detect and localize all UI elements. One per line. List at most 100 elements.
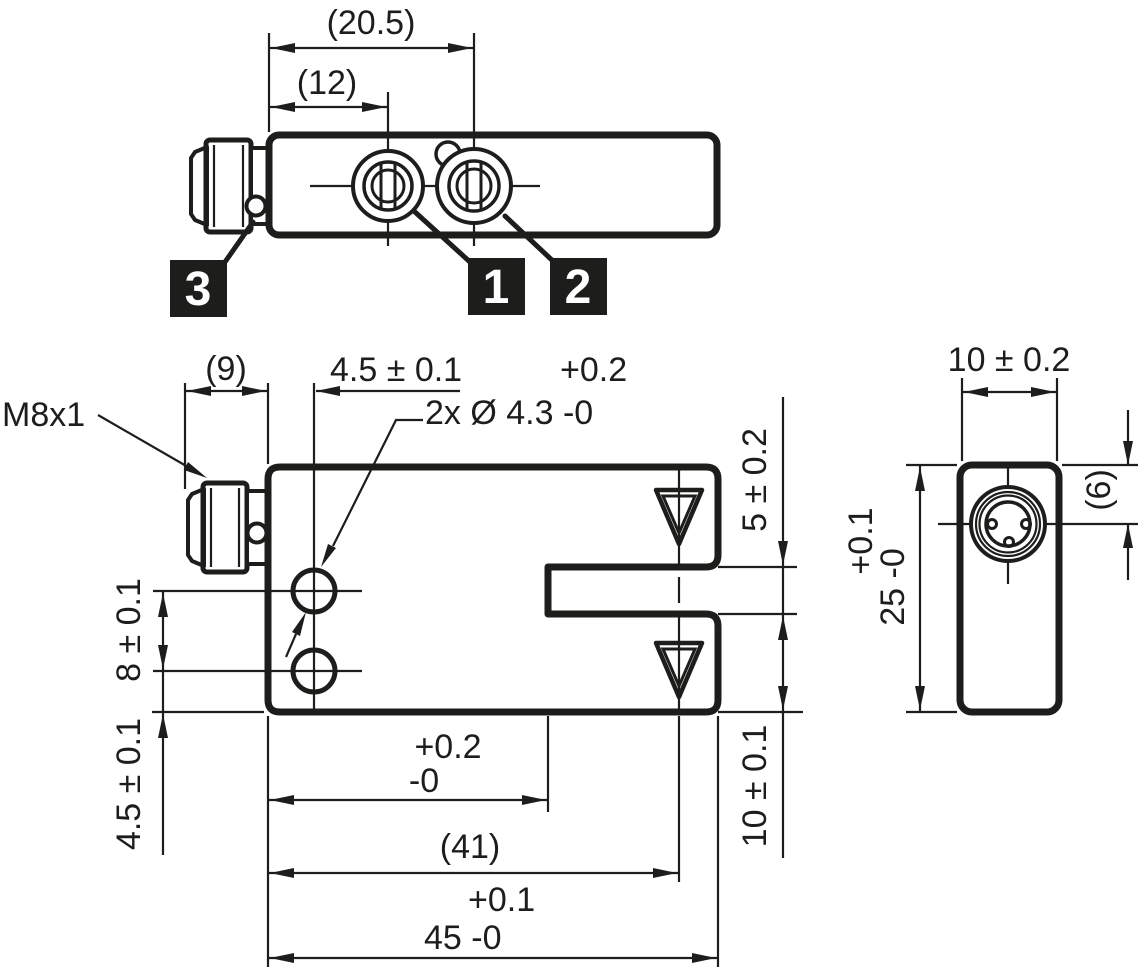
- dim-label: (41): [440, 828, 500, 866]
- receiver-triangle-mark: [653, 640, 705, 700]
- adjuster-pot-2: [434, 140, 513, 225]
- dim-hole-spacing: 8 ± 0.1 4.5 ± 0.1: [110, 578, 264, 855]
- holes-callout: +0.2 2x Ø 4.3 -0: [284, 351, 627, 658]
- mounting-hole-top: [290, 567, 338, 615]
- connector-pin: [1020, 518, 1032, 530]
- callout-3: 3: [170, 219, 256, 317]
- dim-label: 10 ± 0.2: [948, 341, 1071, 379]
- top-view: (20.5) (12) 3 1 2: [170, 4, 721, 317]
- callout-1: 1: [412, 209, 525, 315]
- dim-hole-axis-offset: 4.5 ± 0.1: [316, 351, 462, 396]
- tolerance-plus: +0.1: [468, 881, 535, 919]
- arrowhead: [964, 387, 988, 397]
- dim-label: (20.5): [327, 4, 416, 42]
- connector-pin: [1003, 536, 1015, 548]
- connector-barrel: [203, 137, 254, 235]
- dim-connector-offset: (6): [1062, 410, 1138, 580]
- dim-label: 8 ± 0.1: [110, 578, 148, 682]
- arrowhead: [1123, 524, 1133, 548]
- arrowhead: [292, 612, 306, 636]
- arrowhead: [448, 43, 472, 53]
- arrowhead: [270, 868, 294, 878]
- connector-ring: [974, 490, 1042, 558]
- dim-label: (6): [1080, 469, 1118, 511]
- callout-number: 1: [483, 261, 510, 314]
- dim-label: 10 ± 0.1: [736, 725, 774, 848]
- tolerance-plus: +0.2: [560, 351, 627, 389]
- arrowhead: [270, 953, 294, 963]
- dim-label: 25 -0: [874, 548, 912, 626]
- pot-inner-ring: [370, 168, 406, 204]
- leader-line: [332, 418, 423, 547]
- callout-box: [170, 260, 227, 317]
- arrowhead: [522, 795, 546, 805]
- tolerance-plus: +0.1: [842, 507, 880, 574]
- dim-label: 45 -0: [424, 919, 502, 957]
- front-view-body: [264, 463, 722, 716]
- callout-box: [468, 258, 525, 315]
- front-view: M8x1 (9): [2, 350, 803, 967]
- dim-label: 4.5 ± 0.1: [330, 351, 462, 389]
- arrowhead: [321, 544, 336, 567]
- arrowhead: [158, 714, 168, 738]
- arrowhead: [653, 868, 677, 878]
- thread-callout: M8x1: [2, 396, 207, 478]
- dim-height: +0.1 25 -0: [842, 463, 957, 714]
- callout-leader: [502, 213, 557, 265]
- side-view-connector-face: [938, 467, 1138, 584]
- connector-ring: [969, 485, 1047, 563]
- thread-label: M8x1: [2, 396, 85, 434]
- arrowhead: [778, 616, 788, 640]
- dim-depth: 10 ± 0.2: [948, 341, 1071, 461]
- pot-middle-ring: [362, 160, 414, 212]
- arrowhead: [362, 102, 386, 112]
- arrowhead: [1123, 441, 1133, 465]
- side-view: 10 ± 0.2 (6) +0.1 25 -0: [842, 341, 1138, 716]
- dim-slot-and-arm: 5 ± 0.2 10 ± 0.1: [718, 397, 803, 858]
- arrowhead: [184, 462, 207, 478]
- connector-pin-hole: [244, 194, 268, 218]
- pot-inner-ring: [455, 167, 493, 205]
- dim-12: (12): [269, 64, 388, 112]
- arrowhead: [271, 43, 295, 53]
- arrowhead: [271, 102, 295, 112]
- front-view-connector: [186, 480, 270, 575]
- arrowhead: [270, 795, 294, 805]
- connector-pin: [986, 518, 998, 530]
- pot-middle-ring: [447, 159, 501, 213]
- dim-label: 5 ± 0.2: [736, 428, 774, 532]
- arrowhead: [187, 386, 211, 396]
- tolerance-plus: +0.2: [414, 728, 481, 766]
- dim-label: 4.5 ± 0.1: [110, 718, 148, 850]
- leader-line: [284, 633, 298, 658]
- bottom-dimensions: +0.2 -0 (41) +0.1 45 -0: [266, 716, 720, 967]
- callout-2: 2: [502, 213, 607, 315]
- dim-9: (9): [183, 350, 270, 489]
- tolerance-minus: -0: [409, 762, 439, 800]
- arrowhead: [915, 686, 925, 710]
- emitter-triangle-mark: [653, 487, 705, 547]
- arrowhead: [915, 467, 925, 491]
- arrowhead: [692, 953, 716, 963]
- callout-number: 3: [185, 263, 212, 316]
- connector-pin-hole: [245, 521, 269, 545]
- arrowhead: [778, 541, 788, 565]
- top-view-connector: [189, 137, 271, 235]
- callout-box: [550, 258, 607, 315]
- arrowhead: [778, 686, 788, 710]
- callout-leader: [412, 209, 473, 265]
- connector-ring: [978, 494, 1038, 554]
- arrowhead: [1031, 387, 1055, 397]
- callout-leader: [222, 219, 256, 265]
- dim-label: (9): [205, 350, 247, 388]
- callout-number: 2: [565, 261, 592, 314]
- leader-line: [97, 414, 189, 468]
- arrowhead: [242, 386, 266, 396]
- dim-20-5: (20.5): [267, 4, 474, 132]
- arrowhead: [316, 386, 340, 396]
- adjuster-pot-1: [351, 149, 425, 223]
- arrowhead: [158, 593, 168, 617]
- arrowhead: [158, 645, 168, 669]
